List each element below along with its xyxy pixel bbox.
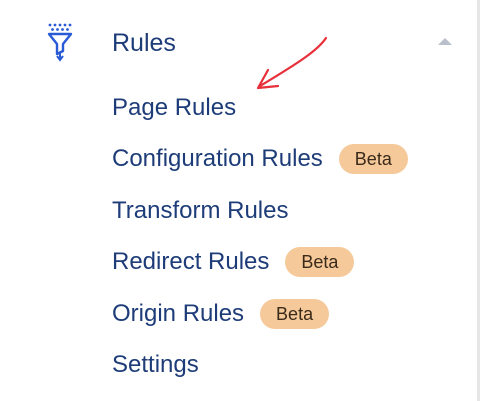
beta-badge: Beta — [285, 247, 355, 278]
menu-item-origin-rules[interactable]: Origin Rules Beta — [112, 288, 408, 340]
panel-border — [477, 0, 480, 401]
menu-item-configuration-rules[interactable]: Configuration Rules Beta — [112, 134, 408, 186]
menu-item-label: Origin Rules — [112, 299, 245, 327]
beta-badge: Beta — [338, 144, 408, 175]
menu-item-label: Transform Rules — [112, 196, 289, 224]
rules-section-header[interactable]: Rules — [0, 0, 477, 86]
beta-badge: Beta — [260, 298, 330, 329]
rules-submenu: Page Rules Configuration Rules Beta Tran… — [112, 82, 408, 391]
menu-item-redirect-rules[interactable]: Redirect Rules Beta — [112, 237, 408, 289]
chevron-up-icon[interactable] — [436, 34, 454, 46]
menu-item-label: Page Rules — [112, 93, 237, 121]
section-title: Rules — [112, 29, 176, 57]
menu-item-page-rules[interactable]: Page Rules — [112, 82, 408, 134]
menu-item-label: Configuration Rules — [112, 145, 323, 173]
menu-item-label: Settings — [112, 351, 199, 379]
menu-item-transform-rules[interactable]: Transform Rules — [112, 185, 408, 237]
funnel-filter-icon — [46, 22, 74, 62]
menu-item-label: Redirect Rules — [112, 248, 270, 276]
menu-item-settings[interactable]: Settings — [112, 340, 408, 392]
